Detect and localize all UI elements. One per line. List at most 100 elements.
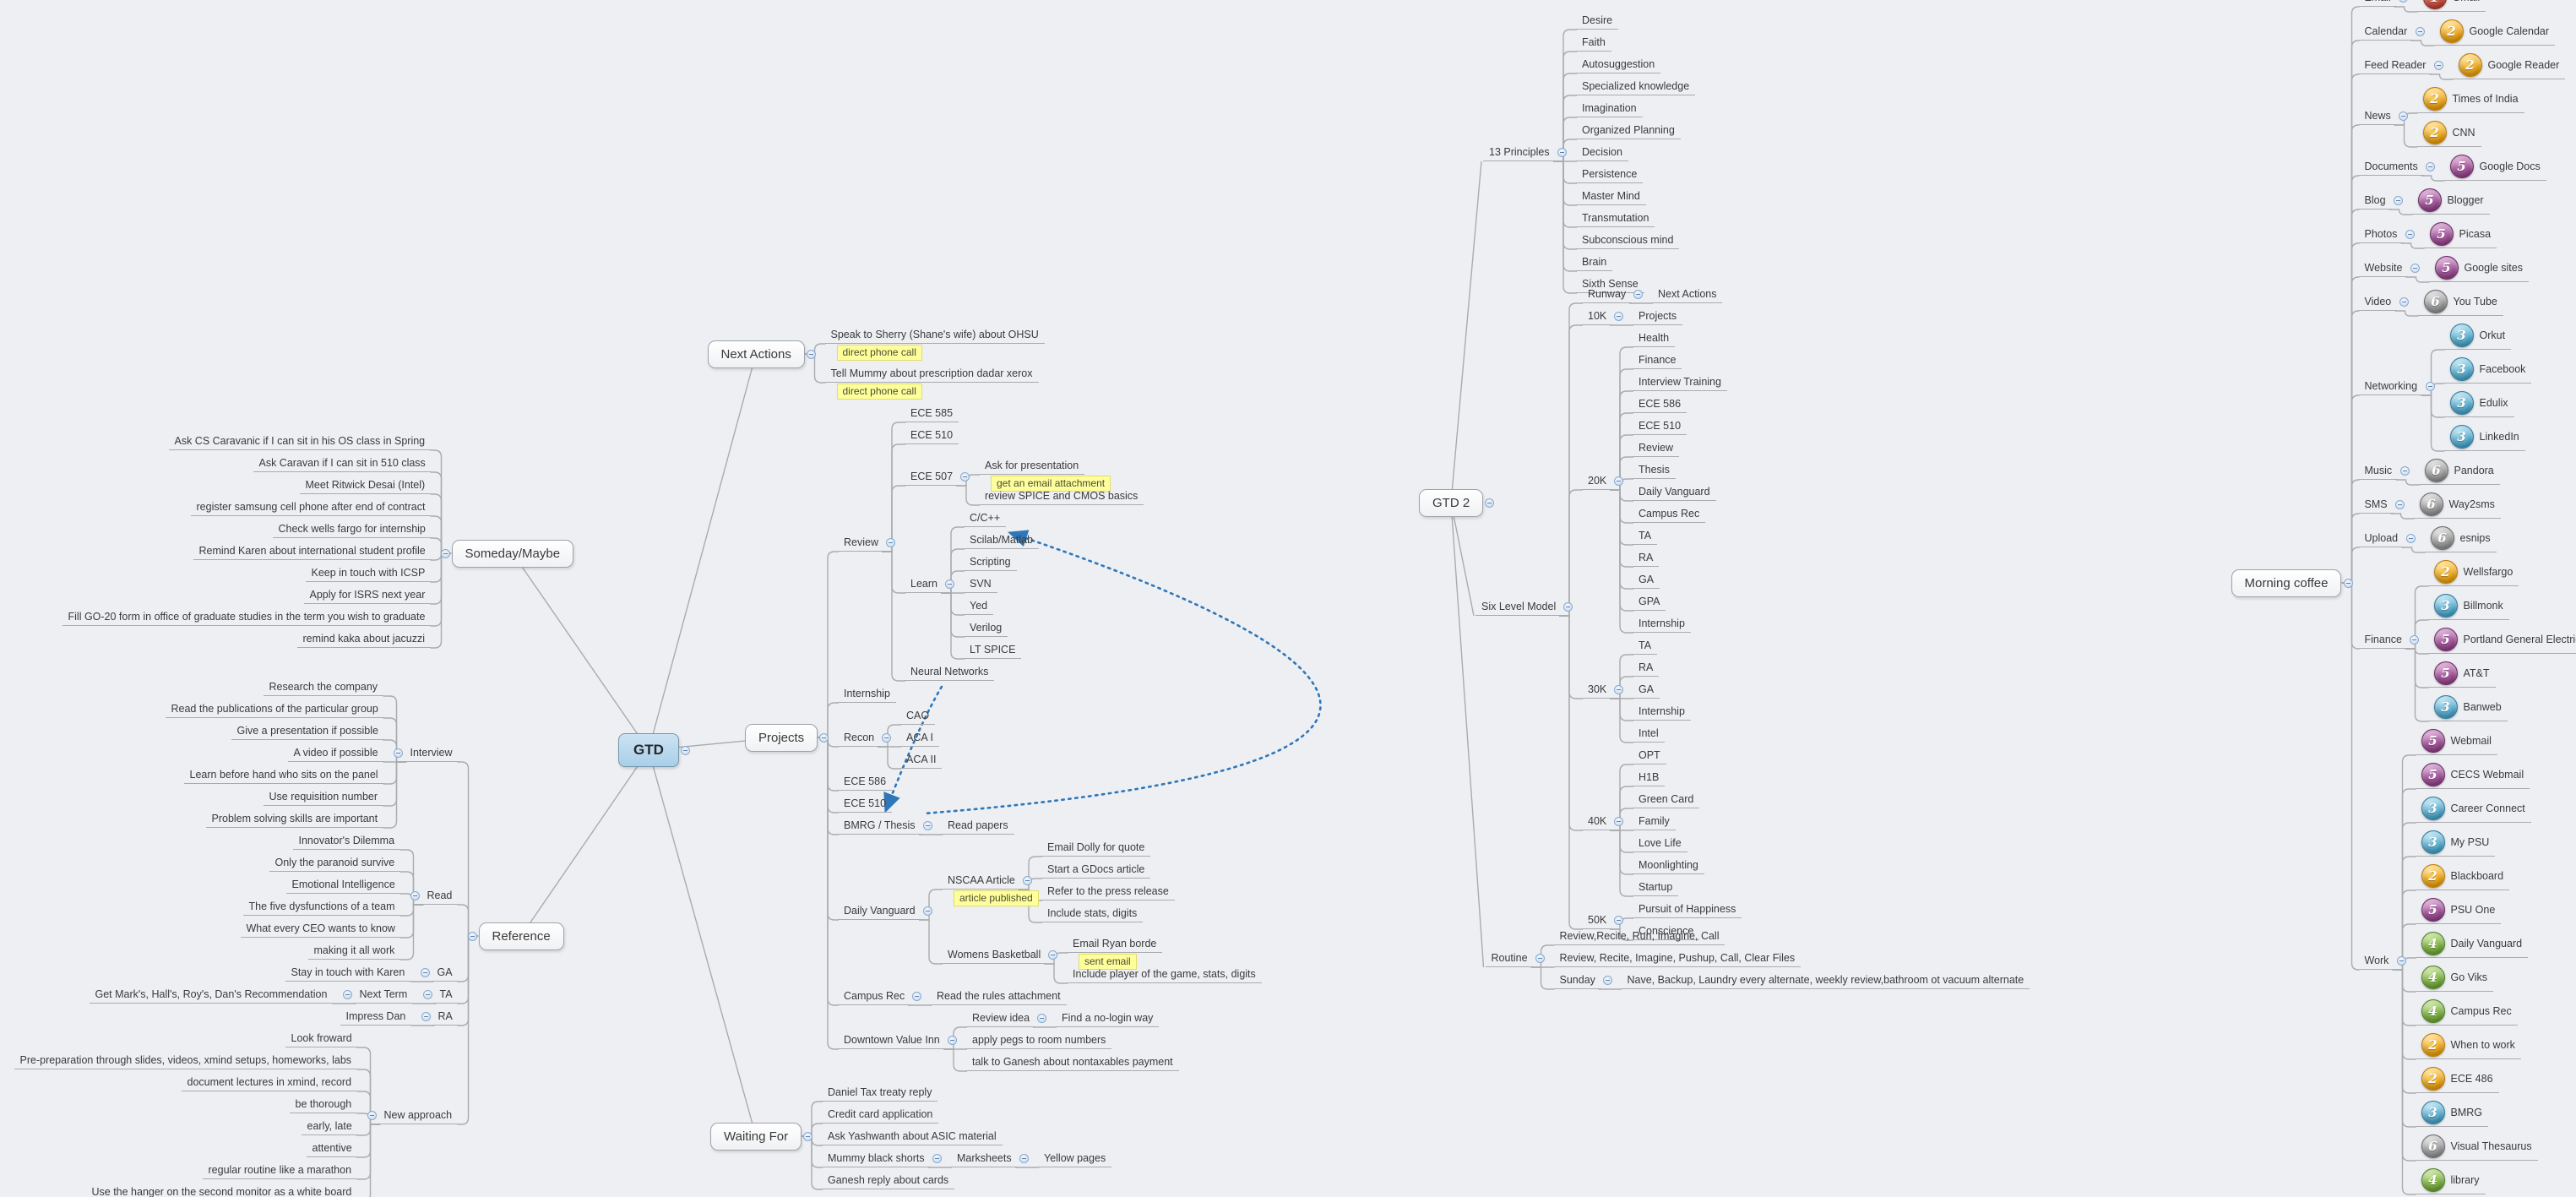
collapse-icon[interactable] (806, 349, 816, 359)
topic[interactable]: Projects (1633, 307, 1683, 325)
collapse-icon[interactable] (681, 745, 690, 755)
topic[interactable]: Blog (2358, 191, 2392, 209)
topic[interactable]: Green Card (1633, 790, 1700, 808)
topic[interactable]: talk to Ganesh about nontaxables payment (966, 1053, 1179, 1071)
topic[interactable]: Get Mark's, Hall's, Roy's, Dan's Recomme… (89, 985, 334, 1004)
topic[interactable]: The five dysfunctions of a team (242, 897, 401, 916)
collapse-icon[interactable] (2398, 111, 2408, 121)
topic[interactable]: Sixth Sense (1576, 275, 1644, 293)
topic[interactable]: Family (1633, 812, 1676, 830)
topic[interactable]: TA (433, 985, 459, 1004)
topic[interactable]: remind kaka about jacuzzi (296, 629, 432, 648)
collapse-icon[interactable] (803, 1131, 812, 1141)
topic[interactable]: Read papers (942, 816, 1014, 835)
topic[interactable]: Internship (1633, 702, 1691, 721)
topic[interactable]: be thorough (289, 1095, 358, 1113)
topic[interactable]: Calendar (2358, 22, 2414, 41)
topic[interactable]: CAO (900, 706, 936, 725)
topic[interactable]: RA (1633, 658, 1660, 677)
collapse-icon[interactable] (932, 1153, 942, 1163)
collapse-icon[interactable] (410, 890, 420, 900)
topic[interactable]: attentive (306, 1139, 358, 1157)
topic[interactable]: What every CEO wants to know (240, 919, 401, 938)
topic[interactable]: Finance (1633, 351, 1682, 369)
topic[interactable]: Finance (2358, 630, 2408, 649)
topic[interactable]: C/C++ (964, 509, 1007, 527)
topic[interactable]: Runway (1582, 285, 1633, 303)
topic[interactable]: ACA II (900, 750, 943, 769)
topic[interactable]: Downtown Value Inn (838, 1031, 946, 1049)
collapse-icon[interactable] (393, 748, 403, 758)
topic[interactable]: Review, Recite, Imagine, Pushup, Call, C… (1553, 949, 1802, 967)
topic[interactable]: Faith (1576, 33, 1611, 52)
collapse-icon[interactable] (2405, 533, 2416, 543)
topic[interactable]: Nave, Backup, Laundry every alternate, w… (1621, 971, 2030, 989)
topic[interactable]: Desire (1576, 11, 1619, 30)
topic[interactable]: Verilog (964, 618, 1008, 637)
topic[interactable]: Womens Basketball (942, 945, 1047, 964)
topic[interactable]: Email Dolly for quote (1041, 838, 1151, 857)
topic[interactable]: Next Term (353, 985, 414, 1004)
topic[interactable]: Startup (1633, 878, 1679, 896)
collapse-icon[interactable] (440, 548, 450, 558)
main-topic[interactable]: Someday/Maybe (451, 539, 574, 568)
collapse-icon[interactable] (1037, 1013, 1046, 1023)
topic[interactable]: 50K (1582, 911, 1613, 929)
topic[interactable]: Refer to the press release (1041, 882, 1175, 900)
topic[interactable]: Read the publications of the particular … (165, 699, 384, 718)
topic[interactable]: Use requisition number (263, 787, 384, 806)
collapse-icon[interactable] (2415, 26, 2425, 36)
topic[interactable]: Networking (2358, 377, 2424, 395)
topic[interactable]: Health (1633, 329, 1676, 347)
collapse-icon[interactable] (1614, 476, 1623, 486)
topic[interactable]: Keep in touch with ICSP (305, 563, 432, 582)
topic[interactable]: Ask for presentation (979, 456, 1085, 475)
collapse-icon[interactable] (912, 991, 921, 1001)
topic[interactable]: NSCAA Article (942, 871, 1021, 890)
topic[interactable]: RA (432, 1007, 459, 1026)
topic[interactable]: Ask Yashwanth about ASIC material (822, 1127, 1003, 1145)
topic[interactable]: Start a GDocs article (1041, 860, 1151, 879)
collapse-icon[interactable] (1563, 601, 1573, 612)
topic[interactable]: Impress Dan (340, 1007, 412, 1026)
topic[interactable]: Yed (964, 596, 994, 615)
topic[interactable]: Ganesh reply about cards (822, 1171, 955, 1189)
topic[interactable]: ECE 510 (1633, 416, 1687, 435)
collapse-icon[interactable] (2409, 634, 2419, 645)
topic[interactable]: Fill GO-20 form in office of graduate st… (62, 607, 432, 626)
topic[interactable]: A video if possible (287, 743, 384, 762)
topic[interactable]: Six Level Model (1475, 597, 1562, 616)
topic[interactable]: Yellow pages (1038, 1149, 1112, 1167)
topic[interactable]: Documents (2358, 157, 2424, 176)
topic[interactable]: Look froward (285, 1029, 358, 1047)
topic[interactable]: Internship (838, 684, 896, 703)
topic[interactable]: Video (2358, 292, 2398, 311)
collapse-icon[interactable] (2343, 578, 2353, 588)
topic[interactable]: ACA I (900, 728, 939, 747)
topic[interactable]: Review idea (966, 1009, 1036, 1027)
collapse-icon[interactable] (2398, 0, 2408, 3)
topic[interactable]: SVN (964, 574, 997, 593)
topic[interactable]: Ask Caravan if I can sit in 510 class (253, 454, 432, 472)
topic[interactable]: Remind Karen about international student… (193, 541, 432, 560)
topic[interactable]: New approach (378, 1106, 459, 1124)
topic[interactable]: 20K (1582, 471, 1613, 490)
topic[interactable]: Internship (1633, 614, 1691, 633)
collapse-icon[interactable] (420, 967, 430, 977)
collapse-icon[interactable] (467, 931, 477, 941)
collapse-icon[interactable] (1557, 147, 1567, 157)
topic[interactable]: Read the rules attachment (931, 987, 1067, 1005)
collapse-icon[interactable] (2433, 60, 2443, 70)
